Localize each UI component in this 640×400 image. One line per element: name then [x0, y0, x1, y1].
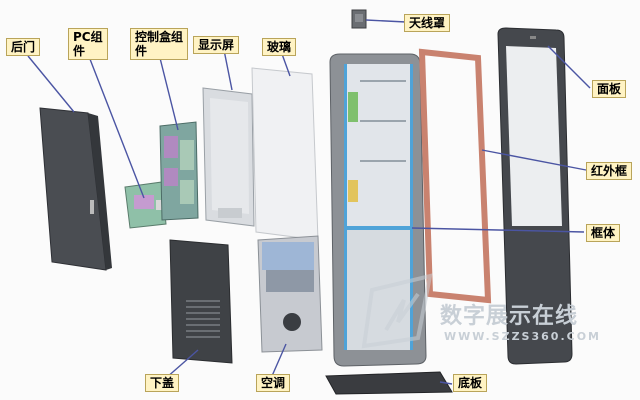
- watermark-text: 数字展示在线: [440, 304, 579, 329]
- label-back-door: 后门: [6, 38, 41, 56]
- watermark-logo-icon: [361, 273, 433, 349]
- base-plate-part: [325, 371, 453, 395]
- leader-control-box: [159, 57, 179, 131]
- label-base-plate: 底板: [453, 374, 488, 392]
- display-panel-part: [202, 87, 255, 227]
- leader-front-panel: [547, 45, 591, 89]
- back-door-part: [39, 107, 112, 271]
- antenna-cover-part: [351, 9, 367, 29]
- leader-glass: [281, 53, 291, 77]
- label-ir-frame: 红外框: [586, 162, 633, 180]
- pc-assembly-part: [124, 181, 167, 229]
- leader-bottom-cover: [165, 349, 199, 379]
- bottom-cover-part: [169, 239, 233, 364]
- leader-base-plate: [439, 381, 453, 385]
- air-conditioner-part: [257, 235, 323, 353]
- glass-part: [251, 67, 319, 241]
- leader-frame-body: [411, 227, 585, 233]
- control-box-part: [159, 121, 199, 221]
- label-pc-assembly: PC组件: [68, 28, 108, 60]
- leader-display: [223, 49, 233, 91]
- leader-back-door: [27, 55, 75, 113]
- frame-body-part: [329, 53, 427, 367]
- leader-air-conditioner: [271, 343, 287, 377]
- leader-pc-assembly: [87, 53, 145, 199]
- leader-ir-frame: [481, 149, 587, 171]
- leader-antenna: [365, 19, 407, 23]
- front-panel-part: [497, 27, 573, 365]
- label-air-conditioner: 空调: [256, 374, 291, 392]
- watermark-url: WWW.SZZS360.COM: [444, 330, 601, 343]
- label-control-box: 控制盒组件: [130, 28, 188, 60]
- label-glass: 玻璃: [262, 38, 297, 56]
- label-display: 显示屏: [193, 36, 240, 54]
- label-bottom-cover: 下盖: [145, 374, 180, 392]
- leader-lines: [27, 19, 591, 385]
- label-frame-body: 框体: [586, 224, 621, 242]
- label-antenna-cover: 天线罩: [404, 14, 451, 32]
- infrared-frame-part: [418, 48, 492, 304]
- label-front-panel: 面板: [592, 80, 627, 98]
